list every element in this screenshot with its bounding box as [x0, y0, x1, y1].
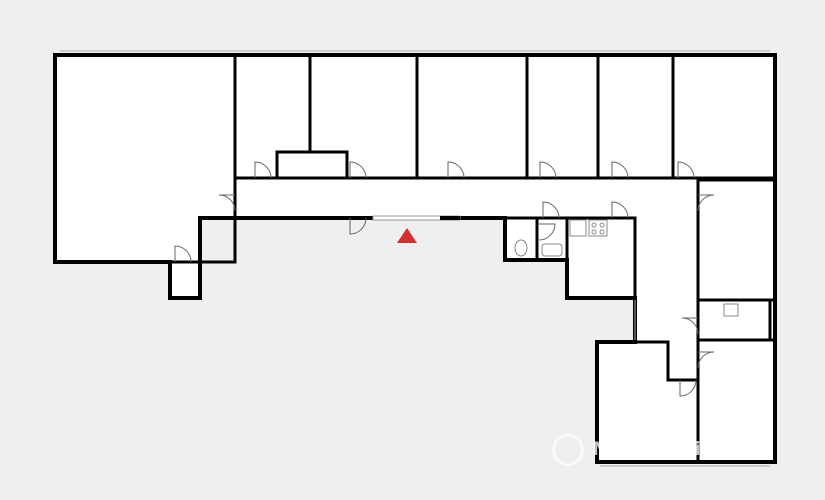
- fixtures: [514, 219, 739, 317]
- kitchen: [565, 216, 637, 300]
- floor-outline: [53, 53, 777, 464]
- sink-icon: [541, 243, 563, 257]
- kitchen-sink-icon: [569, 219, 587, 237]
- kitchenette-sink-icon: [723, 303, 739, 317]
- toilet-icon: [514, 239, 528, 257]
- watermark: MatchOffice: [592, 438, 727, 460]
- room-6: [671, 53, 777, 180]
- position-marker-triangle: [397, 228, 417, 243]
- watermark-logo-icon: [552, 434, 584, 466]
- doors: [174, 161, 715, 397]
- stove-icon: [588, 219, 608, 237]
- room-bump: [275, 150, 349, 180]
